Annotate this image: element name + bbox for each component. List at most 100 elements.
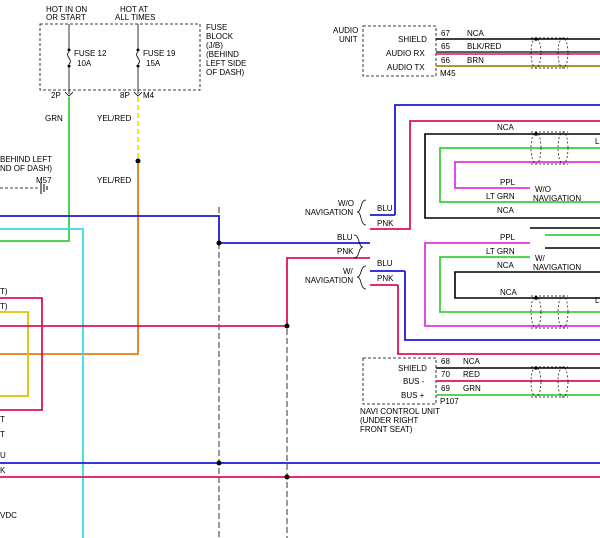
green-power-wire — [0, 97, 70, 242]
audio-shield-ellipse-right — [557, 37, 569, 69]
wire-yel-red-label-2: YEL/RED — [97, 176, 131, 185]
fuse-block-label-5: LEFT SIDE — [206, 59, 246, 68]
navi-control-unit: SHIELD BUS - BUS + 68 70 69 NCA RED GRN … — [360, 357, 600, 434]
navi-pin-bus-plus-number: 69 — [441, 384, 450, 393]
pin-2p-connector — [64, 91, 74, 97]
w-navigation-label-1: W/ — [343, 267, 354, 276]
left-fragment-k: K — [0, 466, 6, 475]
audio-pin-shield-number: 67 — [441, 29, 450, 38]
nav-pnk-label-2: PNK — [337, 247, 354, 256]
blue-wire-upper — [0, 215, 370, 244]
right-fragment-l1: L — [595, 137, 600, 146]
magenta-w-loop — [424, 242, 600, 327]
audio-shield-ellipse-left — [530, 37, 542, 69]
audio-wire-shield-color: NCA — [467, 29, 485, 38]
ground-location-1: BEHIND LEFT — [0, 155, 52, 164]
cyan-wire — [0, 228, 84, 538]
navi-shield-ellipse-right — [557, 366, 569, 398]
right-lt-grn-label-1: LT GRN — [486, 192, 515, 201]
audio-shield-symbol — [530, 37, 569, 69]
nav-pnk-label-3: PNK — [377, 274, 394, 283]
right-ppl-label-1: PPL — [500, 178, 516, 187]
nav-blu-label-2: BLU — [337, 233, 353, 242]
connector-m4-label: M4 — [143, 91, 155, 100]
audio-unit-label-1: AUDIO — [333, 26, 358, 35]
blue-w-loop — [404, 271, 600, 341]
navi-connector-p107-label: P107 — [440, 397, 459, 406]
shield-drain-lower — [534, 296, 538, 300]
right-wiring: NCA PPL LT GRN NCA W/O NAVIGATION PPL LT… — [394, 104, 600, 355]
navi-pin-bus-minus-number: 70 — [441, 370, 450, 379]
navi-wire-shield-color: NCA — [463, 357, 481, 366]
nav-option-selector: W/O NAVIGATION BLU PNK BLU PNK W/ NAVIGA… — [305, 199, 405, 290]
blue-splice-lower — [216, 460, 222, 466]
right-w-nav-label-2: NAVIGATION — [533, 263, 581, 272]
left-fragment-t1: T) — [0, 287, 8, 296]
hot-at-all-times-label-2: ALL TIMES — [115, 13, 155, 22]
fuse-block-label-6: OF DASH) — [206, 68, 245, 77]
audio-connector-m45-label: M45 — [440, 69, 456, 78]
pink-wire-upper — [0, 257, 370, 327]
right-lt-grn-label-2: LT GRN — [486, 247, 515, 256]
fuse19-rating: 15A — [146, 59, 161, 68]
gold-left-loop — [0, 311, 29, 397]
magenta-wo-loop — [454, 161, 600, 189]
shield-symbol-upper — [530, 131, 569, 165]
hot-in-on-label-2: OR START — [46, 13, 86, 22]
navi-shield-ellipse-left — [530, 366, 542, 398]
red-wo-loop — [395, 120, 600, 230]
hot-in-on-label-1: HOT IN ON — [46, 5, 87, 14]
right-wo-nav-label-2: NAVIGATION — [533, 194, 581, 203]
right-nca-label-4: NCA — [500, 288, 518, 297]
fuse19-label: FUSE 19 — [143, 49, 176, 58]
pin-8p-label: 8P — [120, 91, 130, 100]
nav-blu-label-3: BLU — [377, 259, 393, 268]
fuse-block-outline — [39, 23, 201, 91]
green-w-loop — [439, 256, 600, 313]
right-nca-label-2: NCA — [497, 206, 515, 215]
black-wo-loop — [424, 133, 600, 219]
fuse-block: HOT IN ON OR START HOT AT ALL TIMES FUSE… — [39, 5, 246, 100]
audio-wire-tx-color: BRN — [467, 56, 484, 65]
yellow-splice — [135, 158, 141, 164]
blue-wo-loop — [394, 104, 600, 215]
fuse19-element — [136, 51, 140, 65]
audio-pin-tx-name: AUDIO TX — [387, 63, 425, 72]
wo-navigation-label-2: NAVIGATION — [305, 208, 353, 217]
green-wo-loop — [439, 147, 600, 203]
wire-yel-red-label-1: YEL/RED — [97, 114, 131, 123]
navi-pin-bus-minus-name: BUS - — [403, 377, 425, 386]
left-fragment-vdc: VDC — [0, 511, 17, 520]
fuse-block-label-2: BLOCK — [206, 32, 234, 41]
left-fragment-t4: T — [0, 430, 5, 439]
fuse19-top-terminal — [136, 48, 140, 52]
navi-unit-label-2: (UNDER RIGHT — [360, 416, 418, 425]
navi-unit-label-1: NAVI CONTROL UNIT — [360, 407, 440, 416]
fuse12-rating: 10A — [77, 59, 92, 68]
fuse-block-label-4: (BEHIND — [206, 50, 239, 59]
left-wiring: GRN YEL/RED YEL/RED BEHIND LEFT ND OF DA… — [0, 97, 141, 538]
red-left-loop — [0, 297, 43, 411]
navi-pin-bus-plus-name: BUS + — [401, 391, 425, 400]
fuse12-label: FUSE 12 — [74, 49, 107, 58]
ground-location-2: ND OF DASH) — [0, 164, 52, 173]
nav-pnk-label-1: PNK — [377, 219, 394, 228]
middle-wiring — [0, 207, 600, 538]
fuse12-element — [67, 51, 71, 65]
w-navigation-label-2: NAVIGATION — [305, 276, 353, 285]
audio-pin-shield-name: SHIELD — [398, 35, 427, 44]
hot-at-all-times-label-1: HOT AT — [120, 5, 148, 14]
right-w-nav-label-1: W/ — [535, 254, 546, 263]
wo-navigation-brace — [356, 199, 367, 226]
navi-shield-symbol — [530, 366, 569, 398]
right-nca-label-1: NCA — [497, 123, 515, 132]
audio-shield-drain — [534, 37, 538, 41]
right-ppl-label-2: PPL — [500, 233, 516, 242]
audio-unit-connector-box — [362, 25, 437, 77]
navi-pin-shield-number: 68 — [441, 357, 450, 366]
pin-2p-label: 2P — [51, 91, 61, 100]
audio-unit: AUDIO UNIT SHIELD AUDIO RX AUDIO TX 67 6… — [333, 25, 600, 78]
right-nca-label-3: NCA — [497, 261, 515, 270]
